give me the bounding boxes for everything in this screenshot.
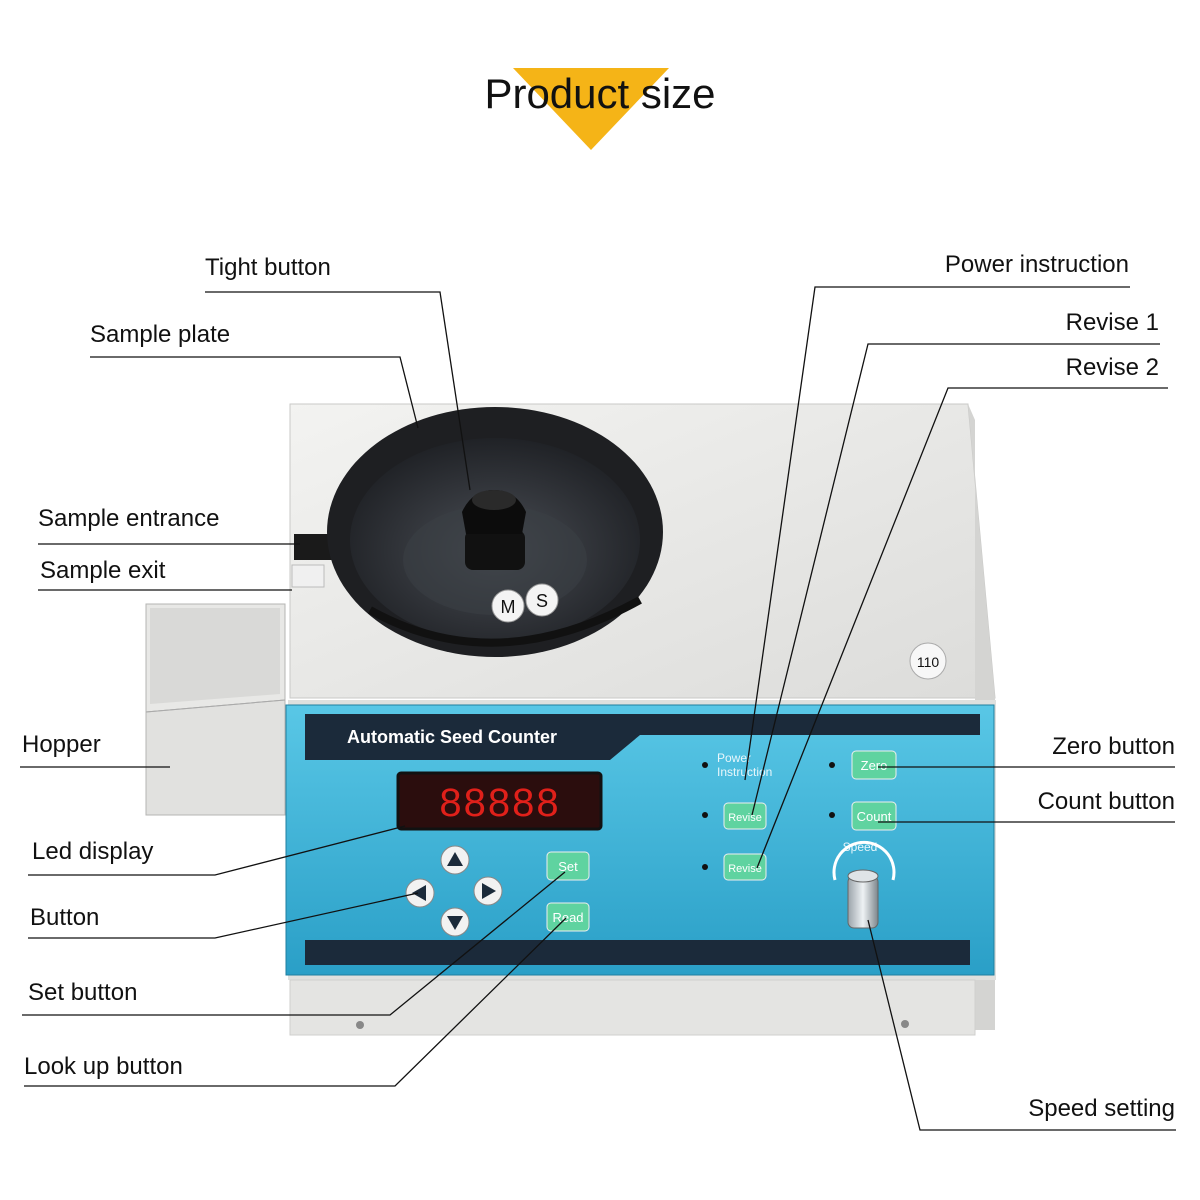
count-button-label: Count	[857, 809, 892, 824]
hopper-drawer	[145, 603, 286, 816]
model-badge: 110	[909, 642, 947, 680]
set-button[interactable]: Set	[546, 851, 590, 881]
callout-hopper: Hopper	[22, 731, 101, 758]
callout-power-instruction: Power instruction	[944, 251, 1129, 278]
speed-knob[interactable]	[847, 869, 879, 929]
callout-button: Button	[30, 904, 100, 931]
power-label-line1: Power	[717, 751, 751, 765]
callout-set-button: Set button	[28, 979, 138, 1006]
callout-revise-1: Revise 1	[1065, 309, 1159, 336]
panel-title: Automatic Seed Counter	[347, 727, 557, 747]
callout-zero-button: Zero button	[1052, 733, 1175, 760]
control-panel: Automatic Seed Counter 88888 Set	[285, 704, 995, 976]
read-button[interactable]: Read	[546, 902, 590, 932]
led-digits: 88888	[439, 781, 560, 825]
revise-2-button[interactable]: Revise	[723, 853, 767, 881]
callout-sample-exit: Sample exit	[40, 557, 166, 584]
plate-mark-stickers: M S	[491, 583, 559, 623]
callout-count-button: Count button	[1037, 788, 1175, 815]
callout-led-display: Led display	[32, 838, 154, 865]
page-title: Product size	[484, 70, 716, 117]
leader-lines	[20, 286, 1176, 1131]
revise-2-label: Revise	[728, 863, 762, 875]
count-button[interactable]: Count	[851, 801, 897, 831]
set-button-label: Set	[558, 859, 578, 874]
plate-mark-m: M	[501, 597, 516, 617]
arrow-buttons[interactable]	[405, 845, 503, 937]
arrow-left-icon	[412, 885, 426, 901]
read-button-label: Read	[552, 910, 583, 925]
plate-mark-s: S	[536, 591, 548, 611]
revise-1-button[interactable]: Revise	[723, 802, 767, 830]
power-label-line2: Instruction	[717, 765, 772, 779]
arrow-up-icon	[447, 852, 463, 866]
arrow-down-icon	[447, 916, 463, 930]
callout-sample-entrance: Sample entrance	[38, 505, 220, 532]
callout-tight-button: Tight button	[205, 254, 331, 281]
arrow-right-icon	[482, 883, 496, 899]
zero-button-label: Zero	[861, 758, 888, 773]
model-badge-text: 110	[917, 654, 940, 670]
callout-revise-2: Revise 2	[1065, 354, 1159, 381]
zero-button[interactable]: Zero	[851, 750, 897, 780]
title-accent-triangle	[513, 68, 669, 150]
revise-1-label: Revise	[728, 812, 762, 824]
callout-look-up-button: Look up button	[24, 1053, 183, 1080]
led-display	[396, 771, 603, 831]
callout-speed-setting: Speed setting	[1028, 1095, 1175, 1122]
tight-knob	[462, 490, 526, 570]
callout-sample-plate: Sample plate	[90, 321, 231, 348]
